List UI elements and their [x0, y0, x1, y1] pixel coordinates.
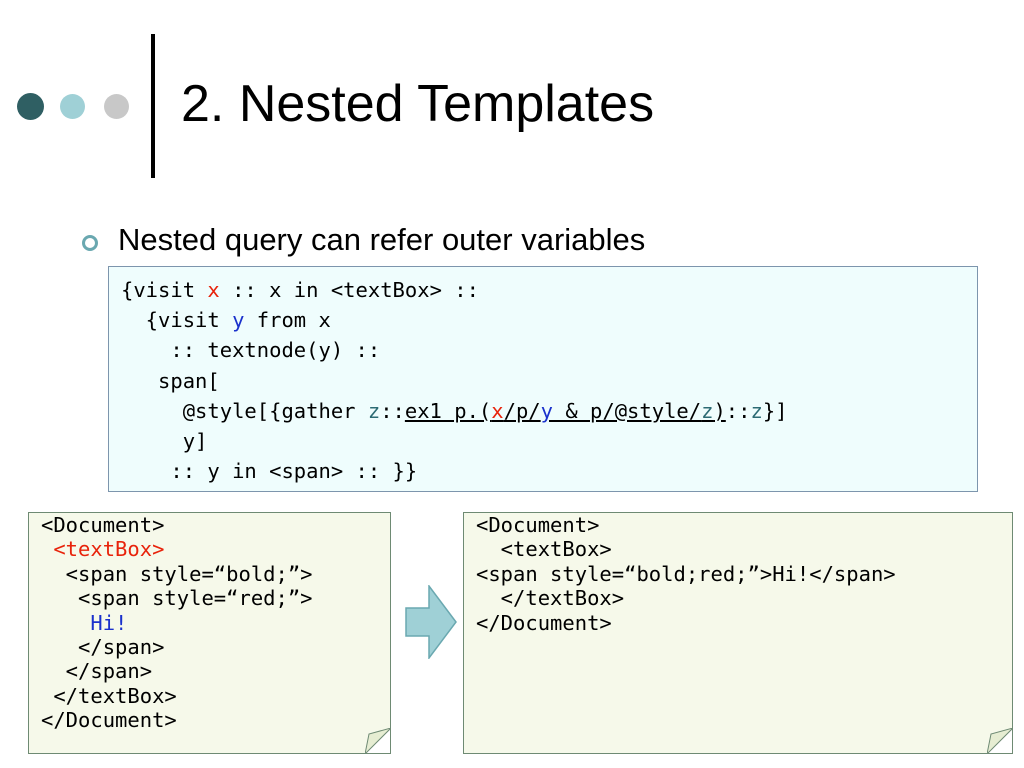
right-arrow-icon: [405, 585, 457, 659]
doc-line: </textBox>: [476, 586, 625, 611]
doc-line-textbox: <textBox>: [41, 537, 165, 562]
doc-line: </Document>: [41, 708, 177, 733]
slide-title: 2. Nested Templates: [181, 75, 655, 133]
decorative-dot-dark: [17, 93, 44, 120]
code-line-4: span[: [121, 368, 220, 393]
code-line-1: {visit x :: x in <textBox> ::: [121, 278, 479, 302]
code-line-2: {visit y from x: [121, 308, 331, 333]
code-line-7: :: y in <span> :: }}: [121, 459, 418, 484]
doc-line: <Document>: [41, 513, 165, 537]
doc-line: </Document>: [476, 610, 612, 635]
code-line-3: :: textnode(y) ::: [121, 338, 381, 363]
decorative-dot-light: [60, 94, 85, 119]
variable-y: y: [232, 308, 245, 333]
bullet-text: Nested query can refer outer variables: [118, 222, 646, 257]
doc-line: <Document>: [476, 513, 600, 537]
doc-line-text: Hi!: [41, 610, 128, 635]
variable-z: z: [701, 398, 714, 423]
doc-line: </span>: [41, 659, 153, 684]
doc-line-result-span: <span style=“bold;red;”>Hi!</span>: [476, 561, 896, 586]
decorative-dot-grey: [104, 94, 129, 119]
doc-line: <textBox>: [476, 537, 612, 562]
folded-corner-icon: [987, 728, 1012, 753]
title-divider: [151, 34, 155, 178]
ring-bullet-icon: [82, 235, 98, 251]
code-line-6: y]: [121, 428, 208, 453]
doc-line: <span style=“bold;”>: [41, 561, 313, 586]
variable-x: x: [207, 278, 220, 302]
output-document-note: <Document> <textBox> <span style=“bold;r…: [463, 512, 1013, 754]
doc-line: </textBox>: [41, 683, 177, 708]
variable-z: z: [750, 398, 763, 423]
underlined-query: ex1 p.(x/p/y & p/@style/z): [404, 398, 726, 423]
variable-y: y: [540, 398, 553, 423]
input-document-note: <Document> <textBox> <span style=“bold;”…: [28, 512, 391, 754]
variable-x: x: [491, 398, 504, 423]
code-line-5: @style[{gather z::ex1 p.(x/p/y & p/@styl…: [121, 398, 788, 423]
doc-line: </span>: [41, 635, 165, 660]
variable-z: z: [367, 398, 381, 423]
doc-line: <span style=“red;”>: [41, 586, 313, 611]
code-block: {visit x :: x in <textBox> :: {visit y f…: [108, 266, 978, 492]
folded-corner-icon: [365, 728, 390, 753]
